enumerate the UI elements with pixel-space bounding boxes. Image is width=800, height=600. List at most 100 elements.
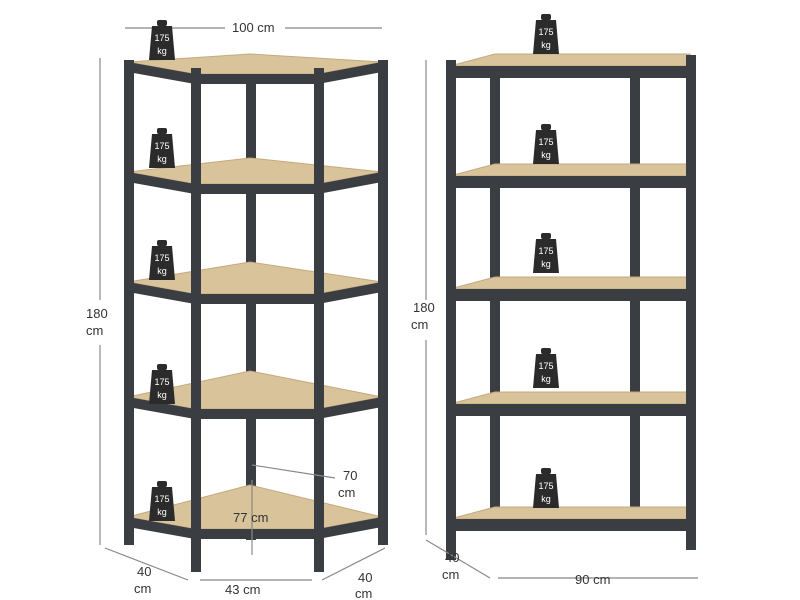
weight-handle bbox=[157, 128, 167, 134]
corner-depth-left-unit: cm bbox=[134, 581, 151, 596]
straight-shelf-beam bbox=[450, 176, 690, 188]
corner-shelf-beam bbox=[128, 282, 195, 304]
weight-handle bbox=[541, 124, 551, 130]
weight-handle bbox=[541, 233, 551, 239]
straight-shelf-beam bbox=[450, 289, 690, 301]
weight-175kg-icon: 175 kg bbox=[149, 240, 175, 280]
weight-unit: kg bbox=[157, 154, 167, 164]
depth-dimension-line bbox=[104, 547, 189, 581]
weight-icons: 175 kg 175 kg 175 kg 175 kg 175 kg 175 kg 175 kg 175 kg… bbox=[149, 14, 559, 521]
corner-inner-depth-unit: cm bbox=[338, 485, 355, 500]
corner-back-post bbox=[246, 70, 256, 540]
straight-height-label: 180 bbox=[413, 300, 435, 315]
corner-post bbox=[191, 68, 201, 572]
straight-shelf-beam bbox=[450, 66, 690, 78]
weight-unit: kg bbox=[541, 494, 551, 504]
corner-height-unit: cm bbox=[86, 323, 103, 338]
corner-depth-left-label: 40 bbox=[137, 564, 151, 579]
straight-depth-unit: cm bbox=[442, 567, 459, 582]
weight-value: 175 bbox=[154, 377, 169, 387]
weight-unit: kg bbox=[157, 266, 167, 276]
weight-175kg-icon: 175 kg bbox=[149, 20, 175, 60]
corner-shelf-beam bbox=[318, 397, 382, 419]
corner-shelf-beam bbox=[128, 62, 195, 84]
corner-shelf-unit bbox=[124, 53, 388, 572]
weight-body bbox=[149, 246, 175, 280]
weight-175kg-icon: 175 kg bbox=[533, 124, 559, 164]
weight-unit: kg bbox=[541, 374, 551, 384]
corner-shelf-beam bbox=[128, 397, 195, 419]
weight-value: 175 bbox=[538, 137, 553, 147]
weight-handle bbox=[157, 20, 167, 26]
weight-value: 175 bbox=[154, 33, 169, 43]
weight-175kg-icon: 175 kg bbox=[533, 14, 559, 54]
straight-shelf-board bbox=[449, 163, 691, 177]
depth-dimension-line bbox=[425, 539, 491, 579]
weight-unit: kg bbox=[541, 40, 551, 50]
weight-handle bbox=[157, 364, 167, 370]
corner-height-label: 180 bbox=[86, 306, 108, 321]
corner-shelf-beam bbox=[195, 74, 318, 84]
weight-175kg-icon: 175 kg bbox=[149, 128, 175, 168]
straight-shelf-board bbox=[449, 391, 691, 405]
weight-body bbox=[149, 26, 175, 60]
weight-value: 175 bbox=[538, 27, 553, 37]
weight-175kg-icon: 175 kg bbox=[149, 481, 175, 521]
weight-value: 175 bbox=[154, 494, 169, 504]
weight-value: 175 bbox=[154, 141, 169, 151]
weight-value: 175 bbox=[154, 253, 169, 263]
corner-shelf-beam bbox=[195, 529, 318, 539]
weight-body bbox=[533, 20, 559, 54]
straight-shelf-beam bbox=[450, 404, 690, 416]
weight-body bbox=[533, 354, 559, 388]
weight-body bbox=[533, 130, 559, 164]
corner-shelf-beam bbox=[318, 62, 382, 84]
weight-body bbox=[149, 370, 175, 404]
weight-body bbox=[533, 239, 559, 273]
corner-front-width-label: 43 cm bbox=[225, 582, 260, 597]
straight-shelf-board bbox=[449, 53, 691, 67]
corner-diagonal-label: 77 cm bbox=[233, 510, 268, 525]
corner-depth-right-unit: cm bbox=[355, 586, 372, 600]
weight-value: 175 bbox=[538, 481, 553, 491]
corner-shelf-beam bbox=[128, 517, 195, 539]
weight-unit: kg bbox=[541, 150, 551, 160]
corner-post bbox=[378, 60, 388, 545]
straight-height-unit: cm bbox=[411, 317, 428, 332]
straight-shelf-unit bbox=[446, 53, 696, 560]
inner-depth-dimension-line bbox=[251, 464, 336, 479]
weight-unit: kg bbox=[541, 259, 551, 269]
corner-shelf-beam bbox=[195, 184, 318, 194]
weight-175kg-icon: 175 kg bbox=[533, 468, 559, 508]
straight-shelf-board bbox=[449, 506, 691, 520]
straight-post bbox=[686, 55, 696, 550]
corner-depth-right-label: 40 bbox=[358, 570, 372, 585]
corner-shelf-beam bbox=[128, 172, 195, 194]
straight-shelf-board bbox=[449, 276, 691, 290]
straight-shelf-beam bbox=[450, 519, 690, 531]
corner-shelf-beam bbox=[195, 294, 318, 304]
straight-post bbox=[446, 60, 456, 560]
corner-post bbox=[314, 68, 324, 572]
corner-shelf-beam bbox=[318, 282, 382, 304]
straight-depth-label: 40 bbox=[445, 550, 459, 565]
weight-unit: kg bbox=[157, 390, 167, 400]
weight-handle bbox=[157, 240, 167, 246]
corner-shelf-beam bbox=[318, 517, 382, 539]
weight-unit: kg bbox=[157, 46, 167, 56]
corner-post bbox=[124, 60, 134, 545]
weight-body bbox=[149, 134, 175, 168]
weight-handle bbox=[541, 14, 551, 20]
corner-width-label: 100 cm bbox=[232, 20, 275, 35]
straight-width-label: 90 cm bbox=[575, 572, 610, 587]
depth-dimension-line bbox=[321, 547, 386, 581]
weight-handle bbox=[541, 348, 551, 354]
corner-shelf-beam bbox=[195, 409, 318, 419]
weight-unit: kg bbox=[157, 507, 167, 517]
weight-body bbox=[149, 487, 175, 521]
corner-inner-depth-label: 70 bbox=[343, 468, 357, 483]
weight-handle bbox=[157, 481, 167, 487]
